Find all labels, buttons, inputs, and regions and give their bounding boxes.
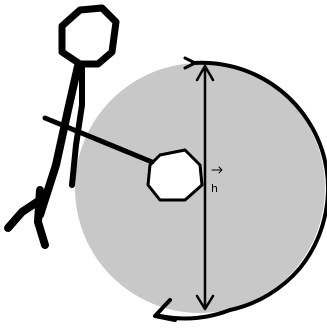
figure-head (62, 8, 116, 64)
hub (148, 150, 202, 200)
center-label: h (211, 182, 218, 195)
figure-body (40, 66, 78, 215)
